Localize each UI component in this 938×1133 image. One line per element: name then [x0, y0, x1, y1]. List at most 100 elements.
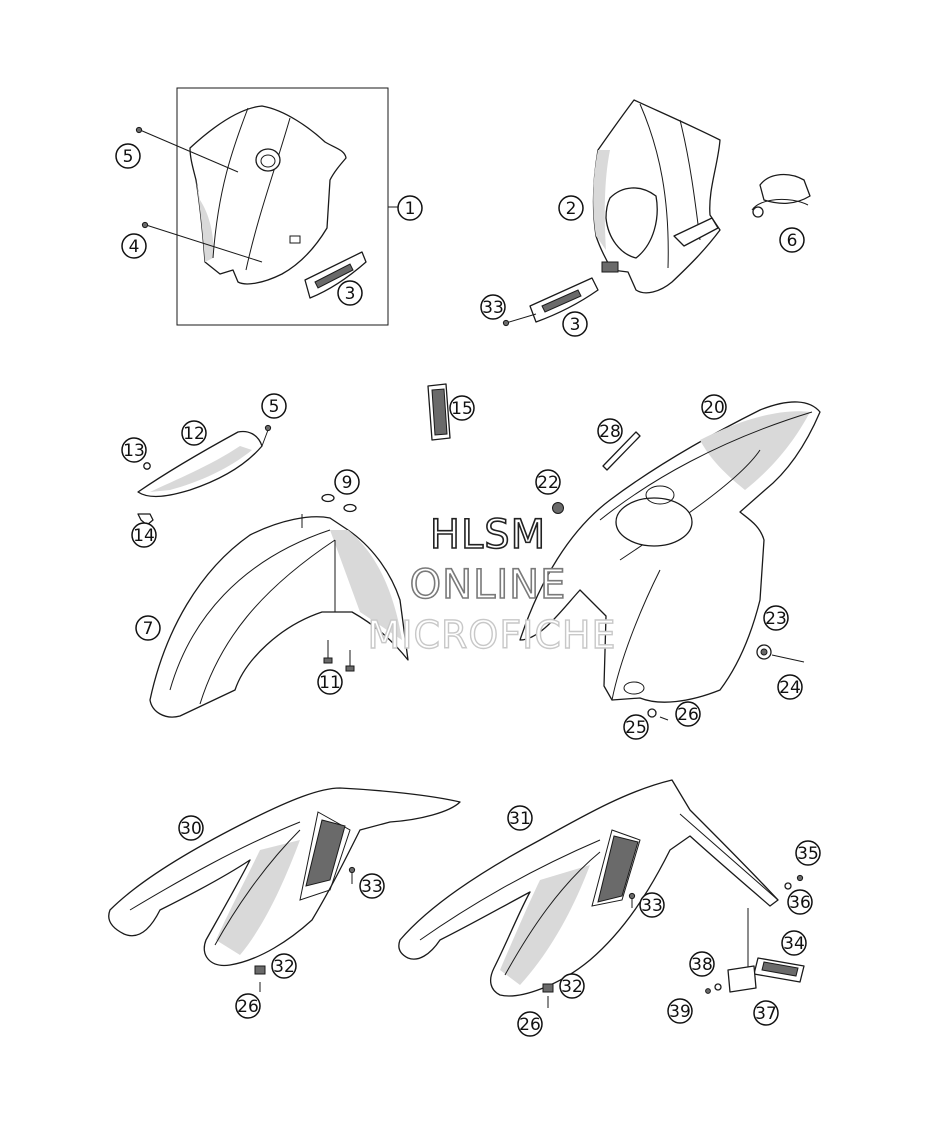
svg-text:28: 28: [599, 422, 621, 442]
callout-5: 5: [261, 393, 287, 419]
callouts: 5 4 1 3 2 6 33 3 5 12 13 14 15 9 7 11 20…: [115, 143, 821, 1037]
headlight-opening: [605, 187, 658, 259]
svg-text:39: 39: [669, 1002, 691, 1022]
watermark: HLSM ONLINE MICROFICHE: [367, 511, 616, 658]
nut-22: [552, 502, 564, 514]
filter-group: [427, 383, 451, 441]
screw-13: [143, 462, 151, 470]
svg-text:2: 2: [566, 199, 577, 219]
callout-5: 5: [115, 143, 141, 169]
svg-text:26: 26: [519, 1015, 541, 1035]
callout-31: 31: [507, 805, 533, 831]
leader-5b: [261, 429, 269, 447]
bolt-24: [771, 654, 805, 663]
grommet-9a: [321, 493, 335, 503]
callout-15: 15: [449, 395, 475, 421]
front-fender-shadow: [330, 530, 402, 640]
washer-38: [714, 983, 722, 991]
kit-number-plate-stripe: [314, 263, 354, 289]
callout-39: 39: [667, 998, 693, 1024]
callout-6: 6: [779, 227, 805, 253]
svg-text:31: 31: [509, 809, 531, 829]
callout-38: 38: [689, 951, 715, 977]
rear-fender-30-inner: [129, 811, 351, 946]
screw-5b: [264, 424, 272, 432]
fender-spoiler-inner: [150, 446, 252, 492]
callout-3: 3: [562, 311, 588, 337]
callout-30: 30: [178, 815, 204, 841]
svg-text:15: 15: [451, 399, 473, 419]
svg-text:14: 14: [133, 526, 155, 546]
filter-element-grid: [431, 388, 448, 436]
rear-panel-shadow: [700, 411, 810, 490]
washer-25: [647, 708, 657, 718]
svg-text:5: 5: [123, 147, 134, 167]
screw-35: [796, 874, 804, 882]
callout-4: 4: [121, 233, 147, 259]
headlight-mask-clip: [601, 261, 619, 273]
callout-22: 22: [535, 469, 561, 495]
reflector-34-inner: [761, 961, 799, 977]
number-plate-stripe: [541, 289, 582, 313]
side-cover-opening: [615, 497, 693, 547]
callout-32: 32: [271, 953, 297, 979]
screw-39: [705, 988, 711, 994]
callout-37: 37: [753, 1000, 779, 1026]
leader-33a: [505, 313, 537, 324]
screw-33a: [502, 319, 510, 327]
svg-text:32: 32: [561, 977, 583, 997]
svg-text:33: 33: [361, 877, 383, 897]
headlight-bracket-ring: [751, 198, 809, 211]
callout-32: 32: [559, 973, 585, 999]
callout-13: 13: [121, 437, 147, 463]
callout-7: 7: [135, 615, 161, 641]
callout-25: 25: [623, 714, 649, 740]
callout-36: 36: [787, 889, 813, 915]
callout-11: 11: [317, 669, 343, 695]
front-fender-group: [137, 424, 409, 718]
callout-33: 33: [480, 294, 506, 320]
leader-5a: [139, 129, 239, 173]
nut-14: [137, 513, 154, 526]
callout-33: 33: [359, 873, 385, 899]
rear-fender-31-inner: [419, 813, 779, 976]
screw-5a: [135, 126, 143, 134]
watermark-line-1: HLSM: [430, 512, 546, 558]
bolt-11a-head: [323, 657, 333, 664]
svg-text:3: 3: [570, 315, 581, 335]
front-fender-crease: [169, 529, 336, 705]
svg-text:24: 24: [779, 678, 801, 698]
svg-text:9: 9: [342, 473, 353, 493]
callout-2: 2: [558, 195, 584, 221]
svg-text:6: 6: [787, 231, 798, 251]
callout-14: 14: [131, 522, 157, 548]
svg-text:23: 23: [765, 609, 787, 629]
svg-text:34: 34: [783, 934, 805, 954]
watermark-line-2: ONLINE: [410, 562, 567, 608]
nut-32a: [254, 965, 266, 975]
headlight-mask-group: [502, 99, 811, 327]
svg-text:4: 4: [129, 237, 140, 257]
callout-33: 33: [639, 892, 665, 918]
grommet-9b: [343, 503, 357, 513]
svg-text:13: 13: [123, 441, 145, 461]
rear-fender-31-group: [398, 779, 805, 1008]
svg-text:11: 11: [319, 673, 341, 693]
svg-text:33: 33: [641, 896, 663, 916]
callout-28: 28: [597, 418, 623, 444]
svg-text:38: 38: [691, 955, 713, 975]
callout-20: 20: [701, 394, 727, 420]
side-cover-hole: [623, 681, 645, 695]
headlight-mask-side-tab: [673, 217, 719, 247]
svg-text:12: 12: [183, 424, 205, 444]
svg-text:35: 35: [797, 844, 819, 864]
callout-35: 35: [795, 840, 821, 866]
svg-text:26: 26: [677, 705, 699, 725]
headlight-mask-shadow: [593, 150, 610, 250]
svg-text:3: 3: [345, 284, 356, 304]
bolt-33b-head: [348, 866, 356, 874]
bolt-11b-head: [345, 665, 355, 672]
svg-text:26: 26: [237, 997, 259, 1017]
decal-28: [602, 431, 641, 471]
svg-text:36: 36: [789, 893, 811, 913]
